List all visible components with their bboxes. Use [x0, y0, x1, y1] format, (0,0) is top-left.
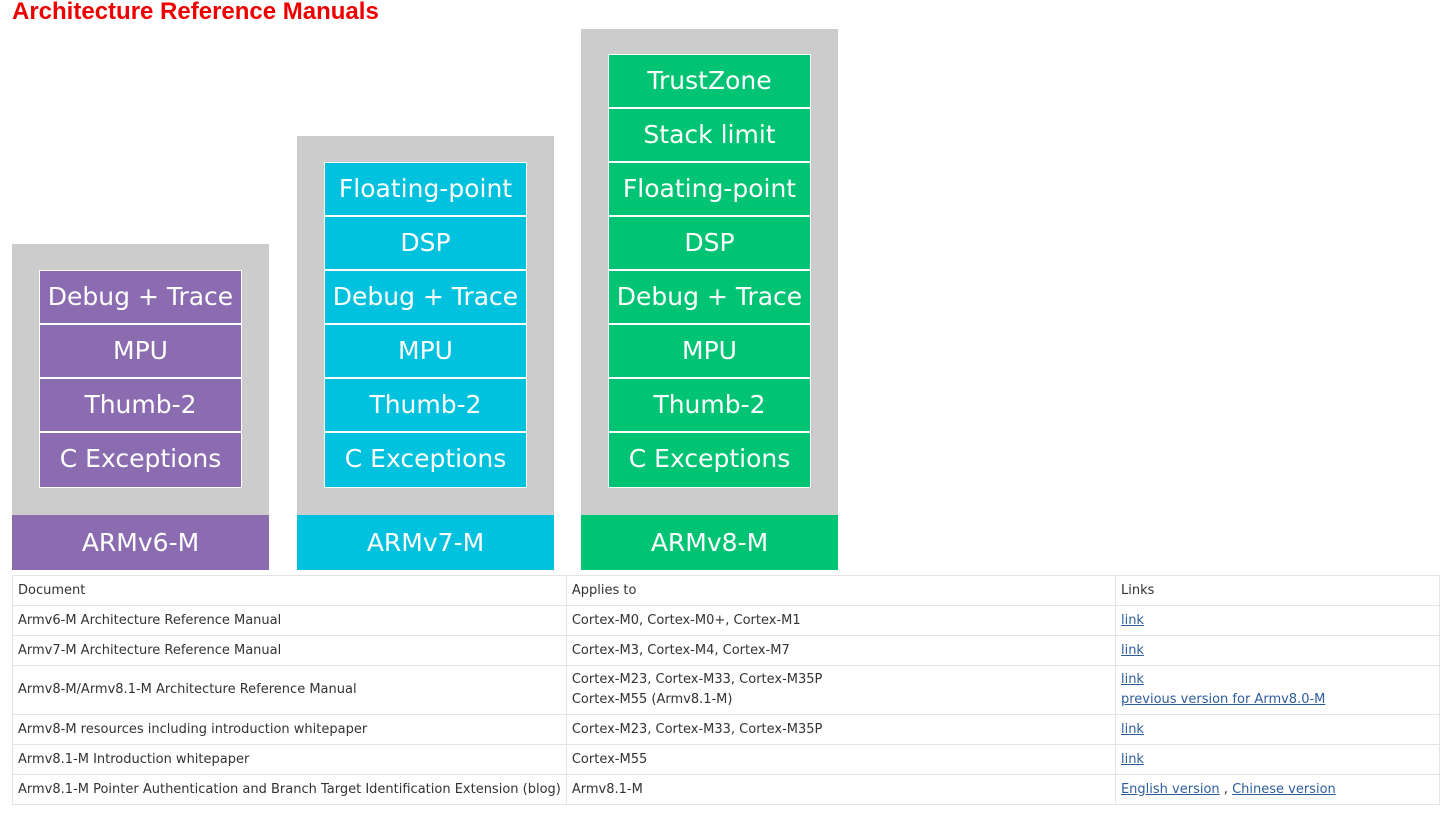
applies-to-cell: Cortex-M3, Cortex-M4, Cortex-M7: [565, 635, 1116, 666]
feature-c-exceptions: C Exceptions: [325, 433, 526, 487]
links-cell: English version , Chinese version: [1114, 774, 1440, 805]
feature-mpu: MPU: [40, 325, 241, 379]
feature-thumb-2: Thumb-2: [40, 379, 241, 433]
links-cell: link: [1114, 605, 1440, 636]
applies-to-cell: Cortex-M55: [565, 744, 1116, 775]
applies-to-cell: Armv8.1-M: [565, 774, 1116, 805]
documents-table: Document Applies to Links Armv6-M Archit…: [12, 575, 1440, 805]
armv7m-column: Floating-point DSP Debug + Trace MPU Thu…: [297, 136, 554, 570]
armv7m-feature-stack: Floating-point DSP Debug + Trace MPU Thu…: [324, 162, 527, 488]
table-header-row: Document Applies to Links: [12, 575, 1440, 606]
feature-debug-trace: Debug + Trace: [325, 271, 526, 325]
links-cell: link: [1114, 635, 1440, 666]
table-row: Armv8-M resources including introduction…: [12, 714, 1440, 745]
document-cell: Armv8.1-M Pointer Authentication and Bra…: [12, 774, 567, 805]
armv8m-feature-stack: TrustZone Stack limit Floating-point DSP…: [608, 54, 811, 488]
feature-c-exceptions: C Exceptions: [609, 433, 810, 487]
applies-to-cell: Cortex-M23, Cortex-M33, Cortex-M35P: [565, 714, 1116, 745]
feature-floating-point: Floating-point: [609, 163, 810, 217]
applies-to-cell: Cortex-M0, Cortex-M0+, Cortex-M1: [565, 605, 1116, 636]
feature-mpu: MPU: [325, 325, 526, 379]
header-applies-to: Applies to: [565, 575, 1116, 606]
page-title: Architecture Reference Manuals: [12, 0, 379, 25]
feature-thumb-2: Thumb-2: [325, 379, 526, 433]
feature-floating-point: Floating-point: [325, 163, 526, 217]
table-row: Armv8-M/Armv8.1-M Architecture Reference…: [12, 665, 1440, 715]
table-row: Armv8.1-M Introduction whitepaper Cortex…: [12, 744, 1440, 775]
table-row: Armv6-M Architecture Reference Manual Co…: [12, 605, 1440, 636]
links-cell: link: [1114, 744, 1440, 775]
feature-stack-limit: Stack limit: [609, 109, 810, 163]
feature-mpu: MPU: [609, 325, 810, 379]
feature-dsp: DSP: [609, 217, 810, 271]
applies-to-line: Cortex-M55 (Armv8.1-M): [571, 692, 733, 707]
armv6m-column: Debug + Trace MPU Thumb-2 C Exceptions A…: [12, 244, 269, 570]
header-links: Links: [1114, 575, 1440, 606]
table-row: Armv8.1-M Pointer Authentication and Bra…: [12, 774, 1440, 805]
armv8m-column: TrustZone Stack limit Floating-point DSP…: [581, 29, 838, 570]
armv6m-feature-stack: Debug + Trace MPU Thumb-2 C Exceptions: [39, 270, 242, 488]
document-link[interactable]: link: [1120, 672, 1144, 687]
feature-debug-trace: Debug + Trace: [609, 271, 810, 325]
link-separator: ,: [1223, 781, 1228, 797]
english-version-link[interactable]: English version: [1120, 781, 1220, 797]
feature-debug-trace: Debug + Trace: [40, 271, 241, 325]
feature-c-exceptions: C Exceptions: [40, 433, 241, 487]
armv8m-label: ARMv8-M: [581, 515, 838, 570]
armv6m-label: ARMv6-M: [12, 515, 269, 570]
applies-to-line: Cortex-M23, Cortex-M33, Cortex-M35P: [571, 672, 823, 687]
chinese-version-link[interactable]: Chinese version: [1232, 781, 1336, 797]
document-cell: Armv8-M/Armv8.1-M Architecture Reference…: [12, 665, 567, 715]
links-cell: link previous version for Armv8.0-M: [1114, 665, 1440, 715]
document-cell: Armv8-M resources including introduction…: [12, 714, 567, 745]
header-document: Document: [12, 575, 567, 606]
table-row: Armv7-M Architecture Reference Manual Co…: [12, 635, 1440, 666]
feature-trustzone: TrustZone: [609, 55, 810, 109]
armv7m-label: ARMv7-M: [297, 515, 554, 570]
document-link[interactable]: link: [1120, 612, 1144, 628]
document-cell: Armv7-M Architecture Reference Manual: [12, 635, 567, 666]
document-cell: Armv6-M Architecture Reference Manual: [12, 605, 567, 636]
links-cell: link: [1114, 714, 1440, 745]
feature-dsp: DSP: [325, 217, 526, 271]
document-cell: Armv8.1-M Introduction whitepaper: [12, 744, 567, 775]
document-link[interactable]: link: [1120, 751, 1144, 767]
document-link[interactable]: link: [1120, 642, 1144, 658]
applies-to-cell: Cortex-M23, Cortex-M33, Cortex-M35P Cort…: [565, 665, 1116, 715]
feature-thumb-2: Thumb-2: [609, 379, 810, 433]
document-link[interactable]: link: [1120, 721, 1144, 737]
previous-version-link[interactable]: previous version for Armv8.0-M: [1120, 692, 1326, 707]
